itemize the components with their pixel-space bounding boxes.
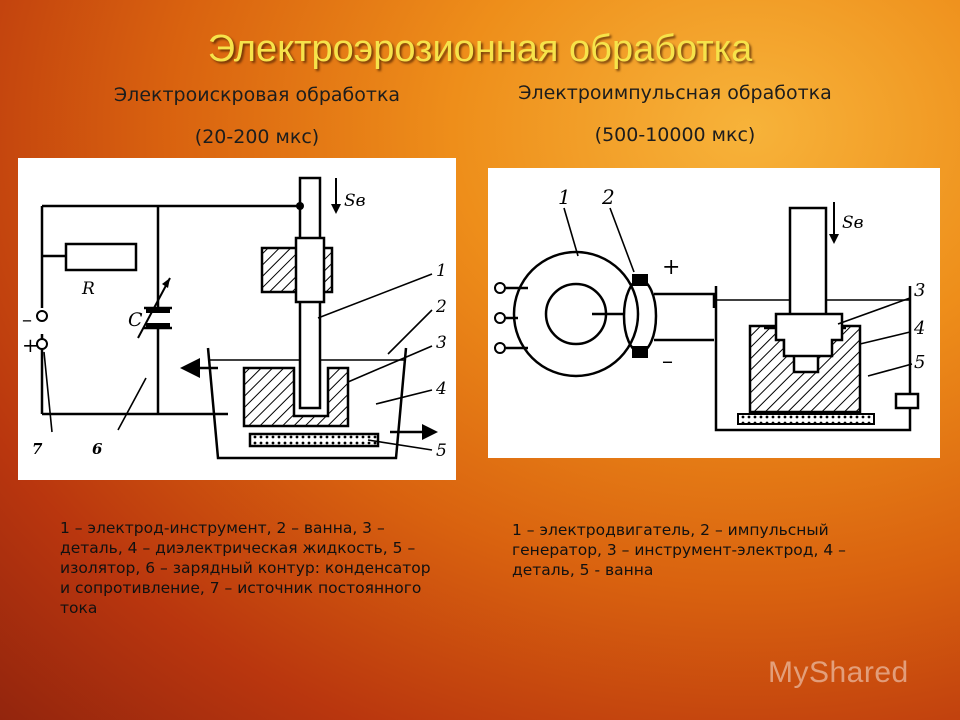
left-caption: 1 – электрод-инструмент, 2 – ванна, 3 – … — [60, 519, 431, 617]
label-2: 2 — [435, 297, 447, 317]
label-plus-right: + — [662, 255, 680, 280]
label-r1: 1 — [558, 185, 571, 209]
electropulse-diagram: 1 2 3 4 5 Sв + – — [488, 168, 940, 458]
label-r2: 2 — [601, 185, 615, 209]
motor-symbol — [512, 250, 640, 378]
right-heading: Электроимпульсная обработка — [518, 82, 832, 104]
label-minus: – — [22, 307, 32, 331]
electrospark-diagram: 1 2 3 4 5 6 7 R C Sв – + — [18, 158, 456, 480]
label-feed-right: Sв — [842, 213, 864, 233]
tool-electrode-right — [788, 206, 828, 320]
label-5: 5 — [436, 441, 447, 461]
label-r4: 4 — [913, 318, 925, 339]
watermark-logo: MyShared — [768, 656, 909, 689]
left-heading: Электроискровая обработка — [113, 84, 401, 106]
label-feed: Sв — [344, 191, 366, 211]
label-r5: 5 — [914, 352, 925, 373]
label-6: 6 — [92, 440, 103, 458]
label-r: R — [81, 279, 95, 299]
slide-title: Электроэрозионная обработка — [207, 28, 753, 70]
label-1: 1 — [436, 261, 447, 281]
label-minus-right: – — [662, 349, 673, 374]
generator-symbol — [622, 278, 658, 354]
right-caption: 1 – электродвигатель, 2 – импульсный ген… — [512, 521, 846, 579]
label-plus: + — [22, 333, 39, 357]
resistor-symbol — [64, 242, 138, 272]
label-c: C — [128, 309, 143, 331]
right-duration: (500-10000 мкс) — [594, 124, 756, 146]
label-4: 4 — [435, 379, 447, 399]
left-duration: (20-200 мкс) — [194, 126, 320, 148]
label-7: 7 — [32, 440, 43, 458]
label-r3: 3 — [914, 280, 925, 301]
label-3: 3 — [436, 333, 447, 353]
